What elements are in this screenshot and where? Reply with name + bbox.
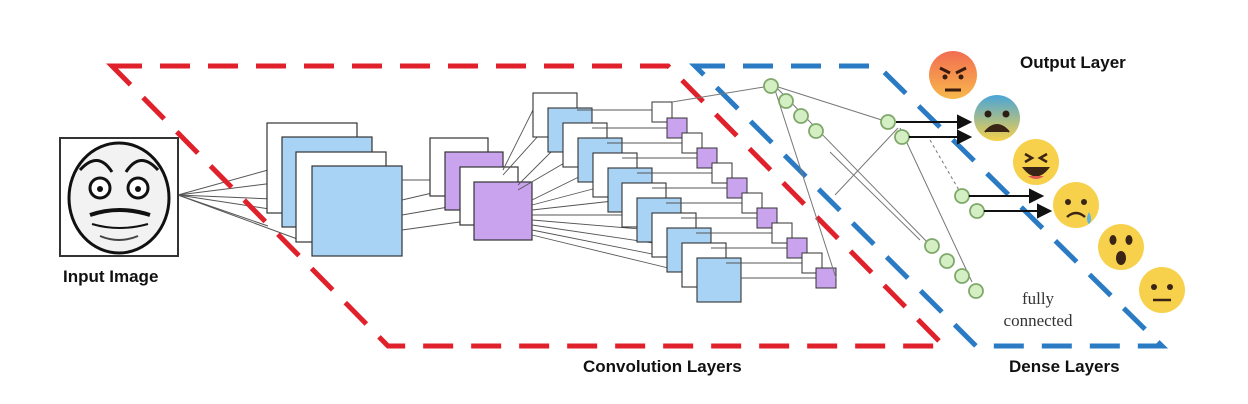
dense-region-outline xyxy=(688,63,1169,349)
dense-connections xyxy=(671,85,973,283)
conv-block-1 xyxy=(266,122,403,257)
sad-emoji-icon xyxy=(1053,182,1099,228)
fully-connected-label: fully connected xyxy=(988,288,1088,332)
conv-block-3 xyxy=(532,92,742,303)
anxious-emoji-icon xyxy=(974,95,1020,141)
conv-block-2 xyxy=(429,137,533,241)
angry-emoji-icon xyxy=(929,51,977,99)
neutral-emoji-icon xyxy=(1139,267,1185,313)
conv-block-4 xyxy=(651,101,837,289)
connected-text: connected xyxy=(1003,311,1073,330)
laughing-emoji-icon xyxy=(1013,139,1059,185)
convolution-layers-label: Convolution Layers xyxy=(583,357,742,376)
block3-block4-connections xyxy=(577,109,816,279)
conv-region-outline xyxy=(106,63,950,349)
output-arrows xyxy=(896,114,1053,219)
input-image-label: Input Image xyxy=(63,267,159,286)
input-image xyxy=(59,137,179,257)
dense-layers-label: Dense Layers xyxy=(1009,357,1120,376)
fully-text: fully xyxy=(1021,289,1055,308)
meme-face-icon xyxy=(67,141,171,255)
dense-nodes xyxy=(763,78,985,299)
surprised-emoji-icon xyxy=(1098,224,1144,270)
output-layer-label: Output Layer xyxy=(1020,53,1126,72)
